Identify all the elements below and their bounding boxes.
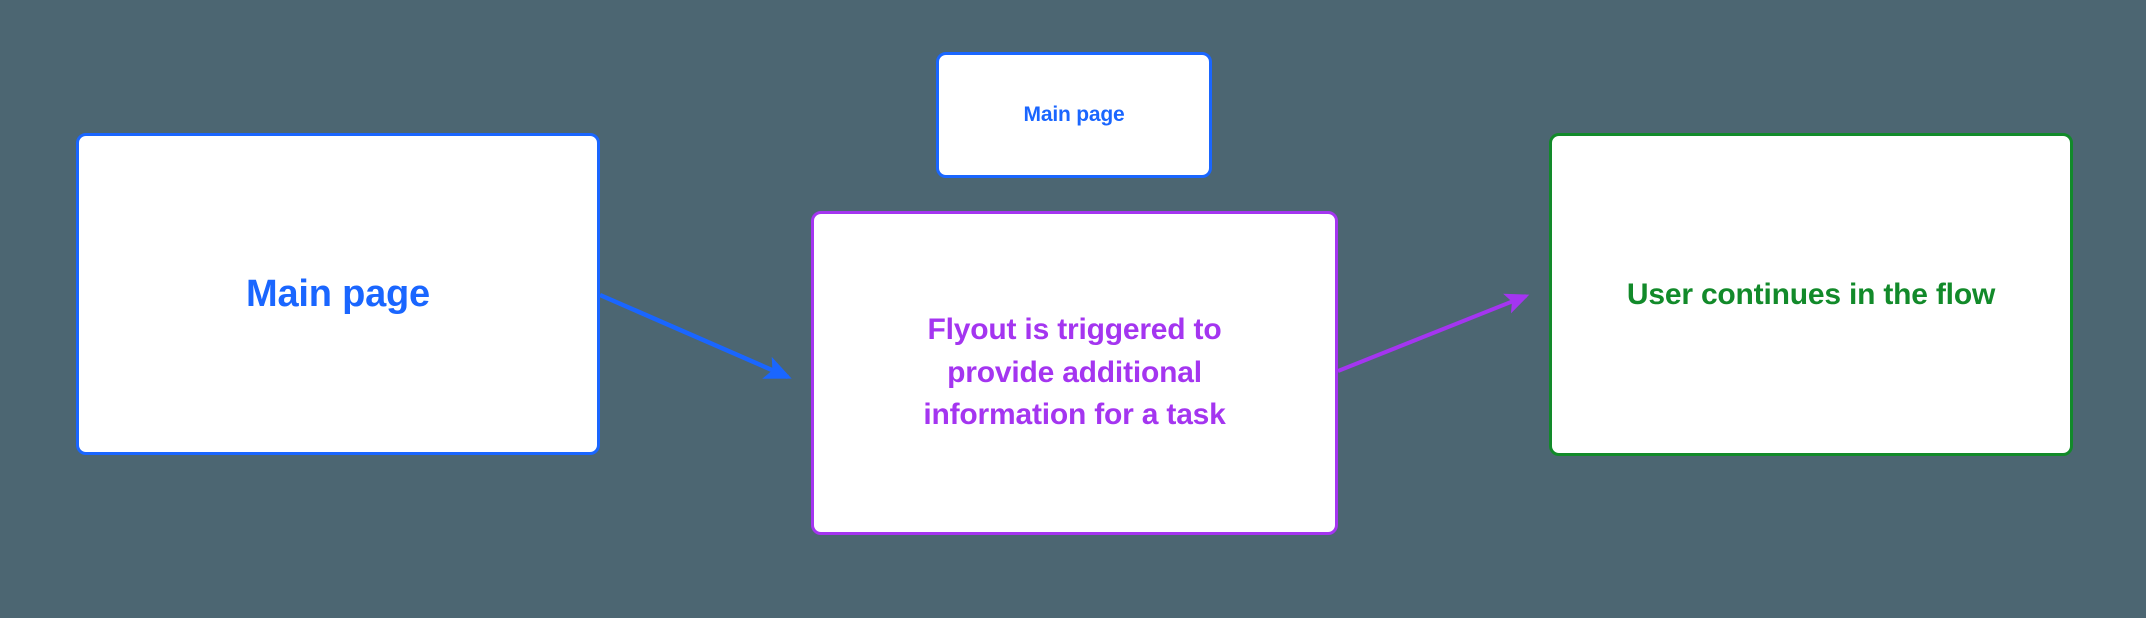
- node-main-page[interactable]: Main page: [76, 133, 600, 455]
- node-flyout-label: Flyout is triggered to provide additiona…: [905, 309, 1243, 437]
- node-main-page-small-label: Main page: [1023, 103, 1125, 127]
- connector-main-page-to-flyout: [599, 292, 792, 380]
- node-flyout-label-line-3: information for a task: [923, 398, 1226, 432]
- node-flyout-label-line-1: Flyout is triggered to: [927, 313, 1222, 347]
- node-main-page-label: Main page: [245, 272, 430, 315]
- node-user-continues-label: User continues in the flow: [1626, 277, 1996, 311]
- node-user-continues[interactable]: User continues in the flow: [1549, 133, 2073, 456]
- connector-flyout-to-user-continues: [1337, 293, 1530, 373]
- node-flyout[interactable]: Flyout is triggered to provide additiona…: [811, 211, 1338, 535]
- node-flyout-label-line-2: provide additional: [947, 355, 1202, 389]
- node-main-page-small[interactable]: Main page: [936, 52, 1212, 178]
